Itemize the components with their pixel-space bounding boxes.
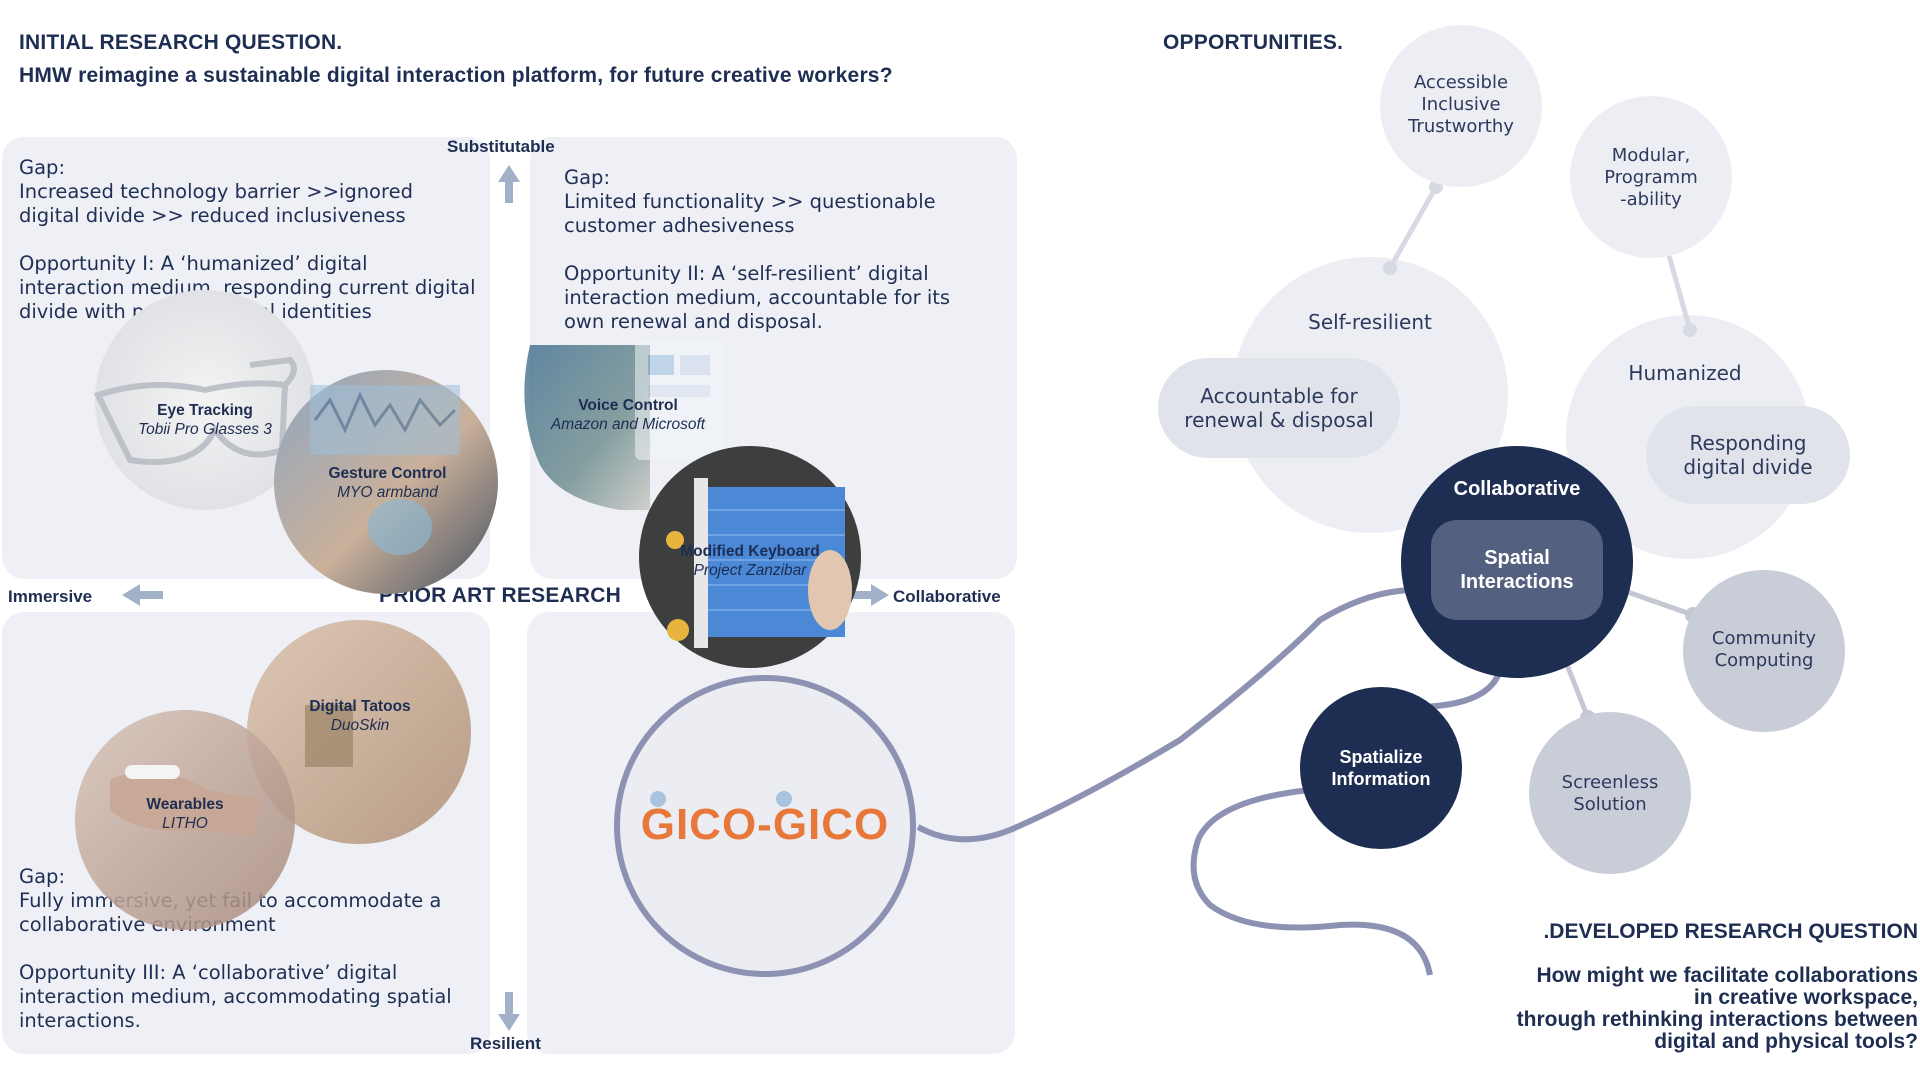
developed-title: .DEVELOPED RESEARCH QUESTION	[1543, 920, 1918, 943]
quadrant-2-text: Gap: Limited functionality >> questionab…	[564, 166, 964, 358]
logo-circle	[614, 675, 916, 977]
axis-label-top: Substitutable	[447, 137, 555, 156]
self-resilient-label: Self-resilient	[1308, 310, 1432, 334]
caption-digital-tattoos: Digital Tatoos DuoSkin	[280, 697, 440, 735]
voice-control-photo	[524, 345, 650, 510]
gesture-control-subtitle: MYO armband	[337, 484, 438, 501]
connector-logo-to-collaborative	[916, 587, 1416, 843]
caption-wearables: Wearables LITHO	[120, 795, 250, 833]
arrow-up-icon	[498, 165, 520, 203]
voice-control-title: Voice Control	[578, 397, 678, 414]
collaborative-label: Collaborative	[1453, 478, 1581, 500]
connector-collaborative-to-spatialize	[1419, 669, 1503, 710]
axis-label-bottom: Resilient	[470, 1034, 541, 1053]
community-bubble	[1683, 570, 1845, 732]
prior-art-label: PRIOR ART RESEARCH	[379, 584, 622, 607]
quadrant-3-text: Gap: Fully immersive, yet fail to accomm…	[19, 865, 459, 1057]
caption-modified-keyboard: Modified Keyboard Project Zanzibar	[655, 542, 845, 580]
eye-tracking-subtitle: Tobii Pro Glasses 3	[138, 421, 272, 438]
arrow-right-icon	[850, 584, 889, 606]
spatial-interactions-box	[1431, 520, 1603, 620]
caption-eye-tracking: Eye Tracking Tobii Pro Glasses 3	[115, 401, 295, 439]
gap-text-2: Gap: Limited functionality >> questionab…	[564, 166, 936, 237]
quadrant-1-text: Gap: Increased technology barrier >>igno…	[19, 156, 479, 348]
axis-label-left: Immersive	[8, 587, 93, 606]
developed-question: How might we facilitate collaborations i…	[1516, 964, 1918, 1053]
gesture-control-title: Gesture Control	[328, 465, 447, 482]
gesture-screen-icon	[310, 385, 460, 455]
opportunities-title: OPPORTUNITIES.	[1163, 31, 1344, 54]
modified-keyboard-title: Modified Keyboard	[680, 543, 820, 560]
myo-armband-icon	[368, 499, 432, 555]
voice-control-subtitle: Amazon and Microsoft	[550, 416, 706, 433]
modular-bubble	[1570, 96, 1732, 258]
spatialize-bubble	[1300, 687, 1462, 849]
gap-text-1: Gap: Increased technology barrier >>igno…	[19, 156, 413, 227]
community-label: Community Computing	[1711, 628, 1817, 671]
research-question: HMW reimagine a sustainable digital inte…	[19, 64, 893, 87]
accessible-label: Accessible Inclusive Trustworthy	[1408, 72, 1514, 137]
modified-keyboard-subtitle: Project Zanzibar	[693, 562, 807, 579]
gico-gico-logo: GICO-GICO	[640, 800, 890, 849]
spatialize-label: Spatialize Information	[1331, 747, 1431, 789]
opportunity-text-3: Opportunity III: A ‘collaborative’ digit…	[19, 961, 452, 1032]
accessible-bubble	[1380, 25, 1542, 187]
caption-gesture-control: Gesture Control MYO armband	[300, 464, 475, 502]
eye-tracking-title: Eye Tracking	[157, 402, 253, 419]
section-title: INITIAL RESEARCH QUESTION.	[19, 31, 343, 54]
digital-tattoos-photo	[247, 620, 471, 844]
screenless-bubble	[1529, 712, 1691, 874]
arrow-left-icon	[122, 584, 163, 606]
screenless-label: Screenless Solution	[1561, 772, 1659, 815]
connector-spatialize-tail	[1190, 787, 1433, 976]
modular-label: Modular, Programm -ability	[1604, 145, 1698, 210]
arrow-down-icon	[498, 992, 520, 1031]
circuit-tattoo-icon	[305, 705, 353, 767]
digital-tattoos-title: Digital Tatoos	[309, 698, 411, 715]
wearables-subtitle: LITHO	[162, 815, 208, 832]
responding-pill: Responding digital divide	[1646, 406, 1850, 504]
wearables-title: Wearables	[146, 796, 224, 813]
humanized-label: Humanized	[1628, 361, 1742, 385]
accountable-pill: Accountable for renewal & disposal	[1158, 358, 1400, 458]
voice-screen-icon	[635, 340, 725, 460]
digital-tattoos-subtitle: DuoSkin	[330, 717, 390, 734]
litho-ring-icon	[125, 765, 180, 779]
opportunity-text-1: Opportunity I: A ‘humanized’ digital int…	[19, 252, 476, 323]
caption-voice-control: Voice Control Amazon and Microsoft	[530, 396, 726, 434]
opportunity-text-2: Opportunity II: A ‘self-resilient’ digit…	[564, 262, 951, 333]
spatial-interactions-label: Spatial Interactions	[1460, 547, 1574, 593]
axis-label-right: Collaborative	[893, 587, 1001, 606]
